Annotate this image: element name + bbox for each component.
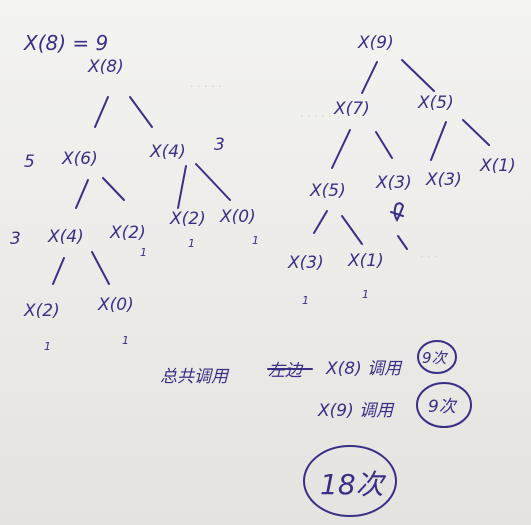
left-edge-x4b-r xyxy=(91,251,110,285)
summary-line2-circled: 9次 xyxy=(428,397,458,417)
svg-text:· · · · ·: · · · · · xyxy=(300,110,331,123)
left-l2-node-2: X(2) xyxy=(169,209,206,229)
left-l2-count-3: 1 xyxy=(252,234,259,247)
right-l2-node-1: X(3) xyxy=(375,173,412,193)
heading-text: X(8) = 9 xyxy=(23,31,108,55)
left-l2-node-3: X(0) xyxy=(219,207,256,227)
left-l2-node-0: X(4) xyxy=(47,227,84,247)
summary-label: 总共调用 xyxy=(160,367,230,387)
right-l3-node-1: X(1) xyxy=(347,251,384,271)
left-l1-node-1: X(4) xyxy=(149,142,186,162)
right-l1-node-1: X(5) xyxy=(417,93,454,113)
left-edge-x4-r xyxy=(195,163,231,201)
right-l3-count-1: 1 xyxy=(362,288,369,301)
right-l3-node-0: X(3) xyxy=(287,253,324,273)
right-call-tree: X(9) X(7) X(5) X(5) X(3) X(3) X(1) X(3) … xyxy=(287,33,516,307)
summary-line1-circled: 9次 xyxy=(422,349,449,367)
right-l2-node-0: X(5) xyxy=(309,181,346,201)
right-root-node: X(9) xyxy=(357,33,394,53)
circle-9-second xyxy=(416,382,472,428)
right-l2-node-2: X(3) xyxy=(425,170,462,190)
scribble-mark xyxy=(390,202,405,222)
right-edge-dangling xyxy=(397,235,408,250)
left-root-node: X(8) xyxy=(87,57,124,77)
right-edge-x5b-l xyxy=(313,210,328,234)
right-edge-root-l xyxy=(361,61,378,94)
left-call-tree: X(8) 5 X(6) X(4) 3 3 X(4) X(2) X(2) X(0)… xyxy=(10,57,259,353)
left-l3-count-1: 1 xyxy=(122,334,129,347)
left-l2-node-1: X(2) xyxy=(109,223,146,243)
left-l3-node-0: X(2) xyxy=(23,301,60,321)
left-l3-node-1: X(0) xyxy=(97,295,134,315)
bleed-through-text: · · · · · · · · · · · · · xyxy=(190,80,437,263)
right-l2-node-3: X(1) xyxy=(479,156,516,176)
right-edge-x5b-r xyxy=(341,215,363,245)
circle-9-first xyxy=(417,340,457,374)
total-circle xyxy=(303,445,397,517)
right-edge-root-r xyxy=(401,59,435,92)
left-edge-x4-l xyxy=(177,165,187,209)
svg-text:· · ·: · · · xyxy=(420,250,437,263)
left-edge-x6-l xyxy=(75,179,89,209)
left-l3-count-0: 1 xyxy=(44,340,51,353)
left-l1-node-0: X(6) xyxy=(61,149,98,169)
left-edge-x4b-l xyxy=(52,257,65,285)
left-l2-count-2: 1 xyxy=(188,237,195,250)
summary-line1-expr: X(8) 调用 xyxy=(325,359,403,379)
right-l3-count-0: 1 xyxy=(302,294,309,307)
right-l1-node-0: X(7) xyxy=(333,99,370,119)
left-edge-root-r xyxy=(129,96,153,128)
left-l2-count-0: 3 xyxy=(10,229,21,249)
left-l2-count-1: 1 xyxy=(140,246,147,259)
left-l1-count-0: 5 xyxy=(24,152,35,172)
right-edge-x5-l xyxy=(430,121,447,161)
right-edge-x5-r xyxy=(462,119,490,146)
summary-crossed-word: 左边 xyxy=(268,361,304,381)
summary-line2-expr: X(9) 调用 xyxy=(317,401,395,421)
summary-notes: 总共调用 左边 X(8) 调用 9次 X(9) 调用 9次 18次 xyxy=(160,340,472,517)
left-edge-root-l xyxy=(94,96,109,128)
left-edge-x6-r xyxy=(102,177,125,201)
svg-text:· · · · ·: · · · · · xyxy=(190,80,221,93)
summary-total: 18次 xyxy=(320,468,387,501)
left-l1-count-1: 3 xyxy=(214,135,225,155)
right-edge-x7-r xyxy=(375,131,393,159)
right-edge-x7-l xyxy=(331,129,351,169)
